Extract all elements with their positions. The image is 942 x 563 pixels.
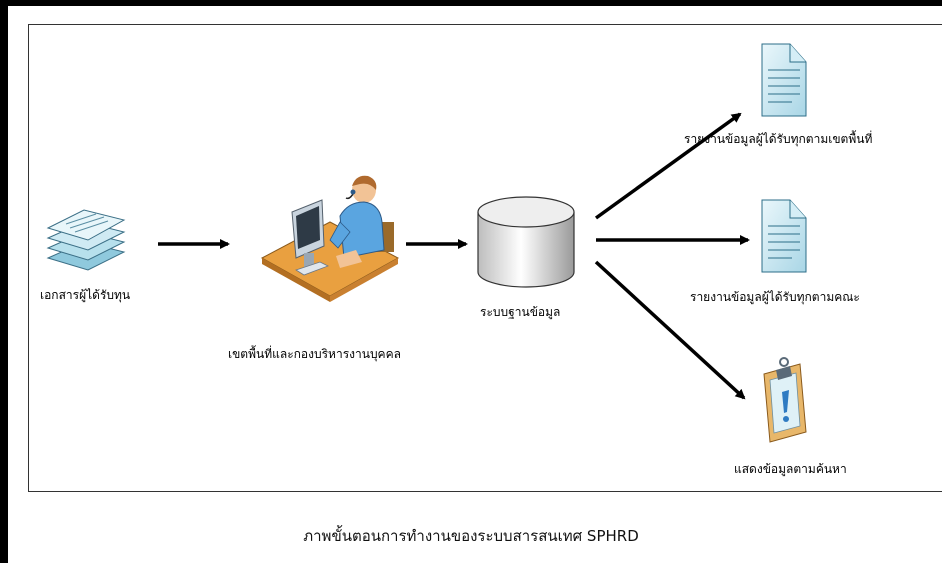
report-area-document-icon xyxy=(761,43,807,117)
diagram-border xyxy=(28,24,942,492)
database-label: ระบบฐานข้อมูล xyxy=(480,305,561,319)
clipboard-alert-icon xyxy=(763,357,807,443)
arrow-database-to-area-report xyxy=(594,112,742,220)
report-area-label: รายงานข้อมูลผู้ได้รับทุกตามเขตพื้นที่ xyxy=(684,132,873,146)
computer-operator-icon xyxy=(260,175,400,302)
source-docs-label: เอกสารผู้ได้รับทุน xyxy=(40,288,131,302)
report-faculty-label: รายงานข้อมูลผู้ได้รับทุกตามคณะ xyxy=(690,290,860,304)
search-label: แสดงข้อมูลตามค้นหา xyxy=(734,462,847,476)
document-stack-icon xyxy=(46,209,126,271)
database-icon xyxy=(477,196,575,288)
flow-arrows xyxy=(158,112,750,400)
diagram-caption: ภาพขั้นตอนการทำงานของระบบสารสนเทศ SPHRD xyxy=(303,527,639,545)
arrow-database-to-search xyxy=(594,260,746,400)
report-faculty-document-icon xyxy=(761,199,807,273)
operator-label: เขตพื้นที่และกองบริหารงานบุคคล xyxy=(228,347,401,361)
